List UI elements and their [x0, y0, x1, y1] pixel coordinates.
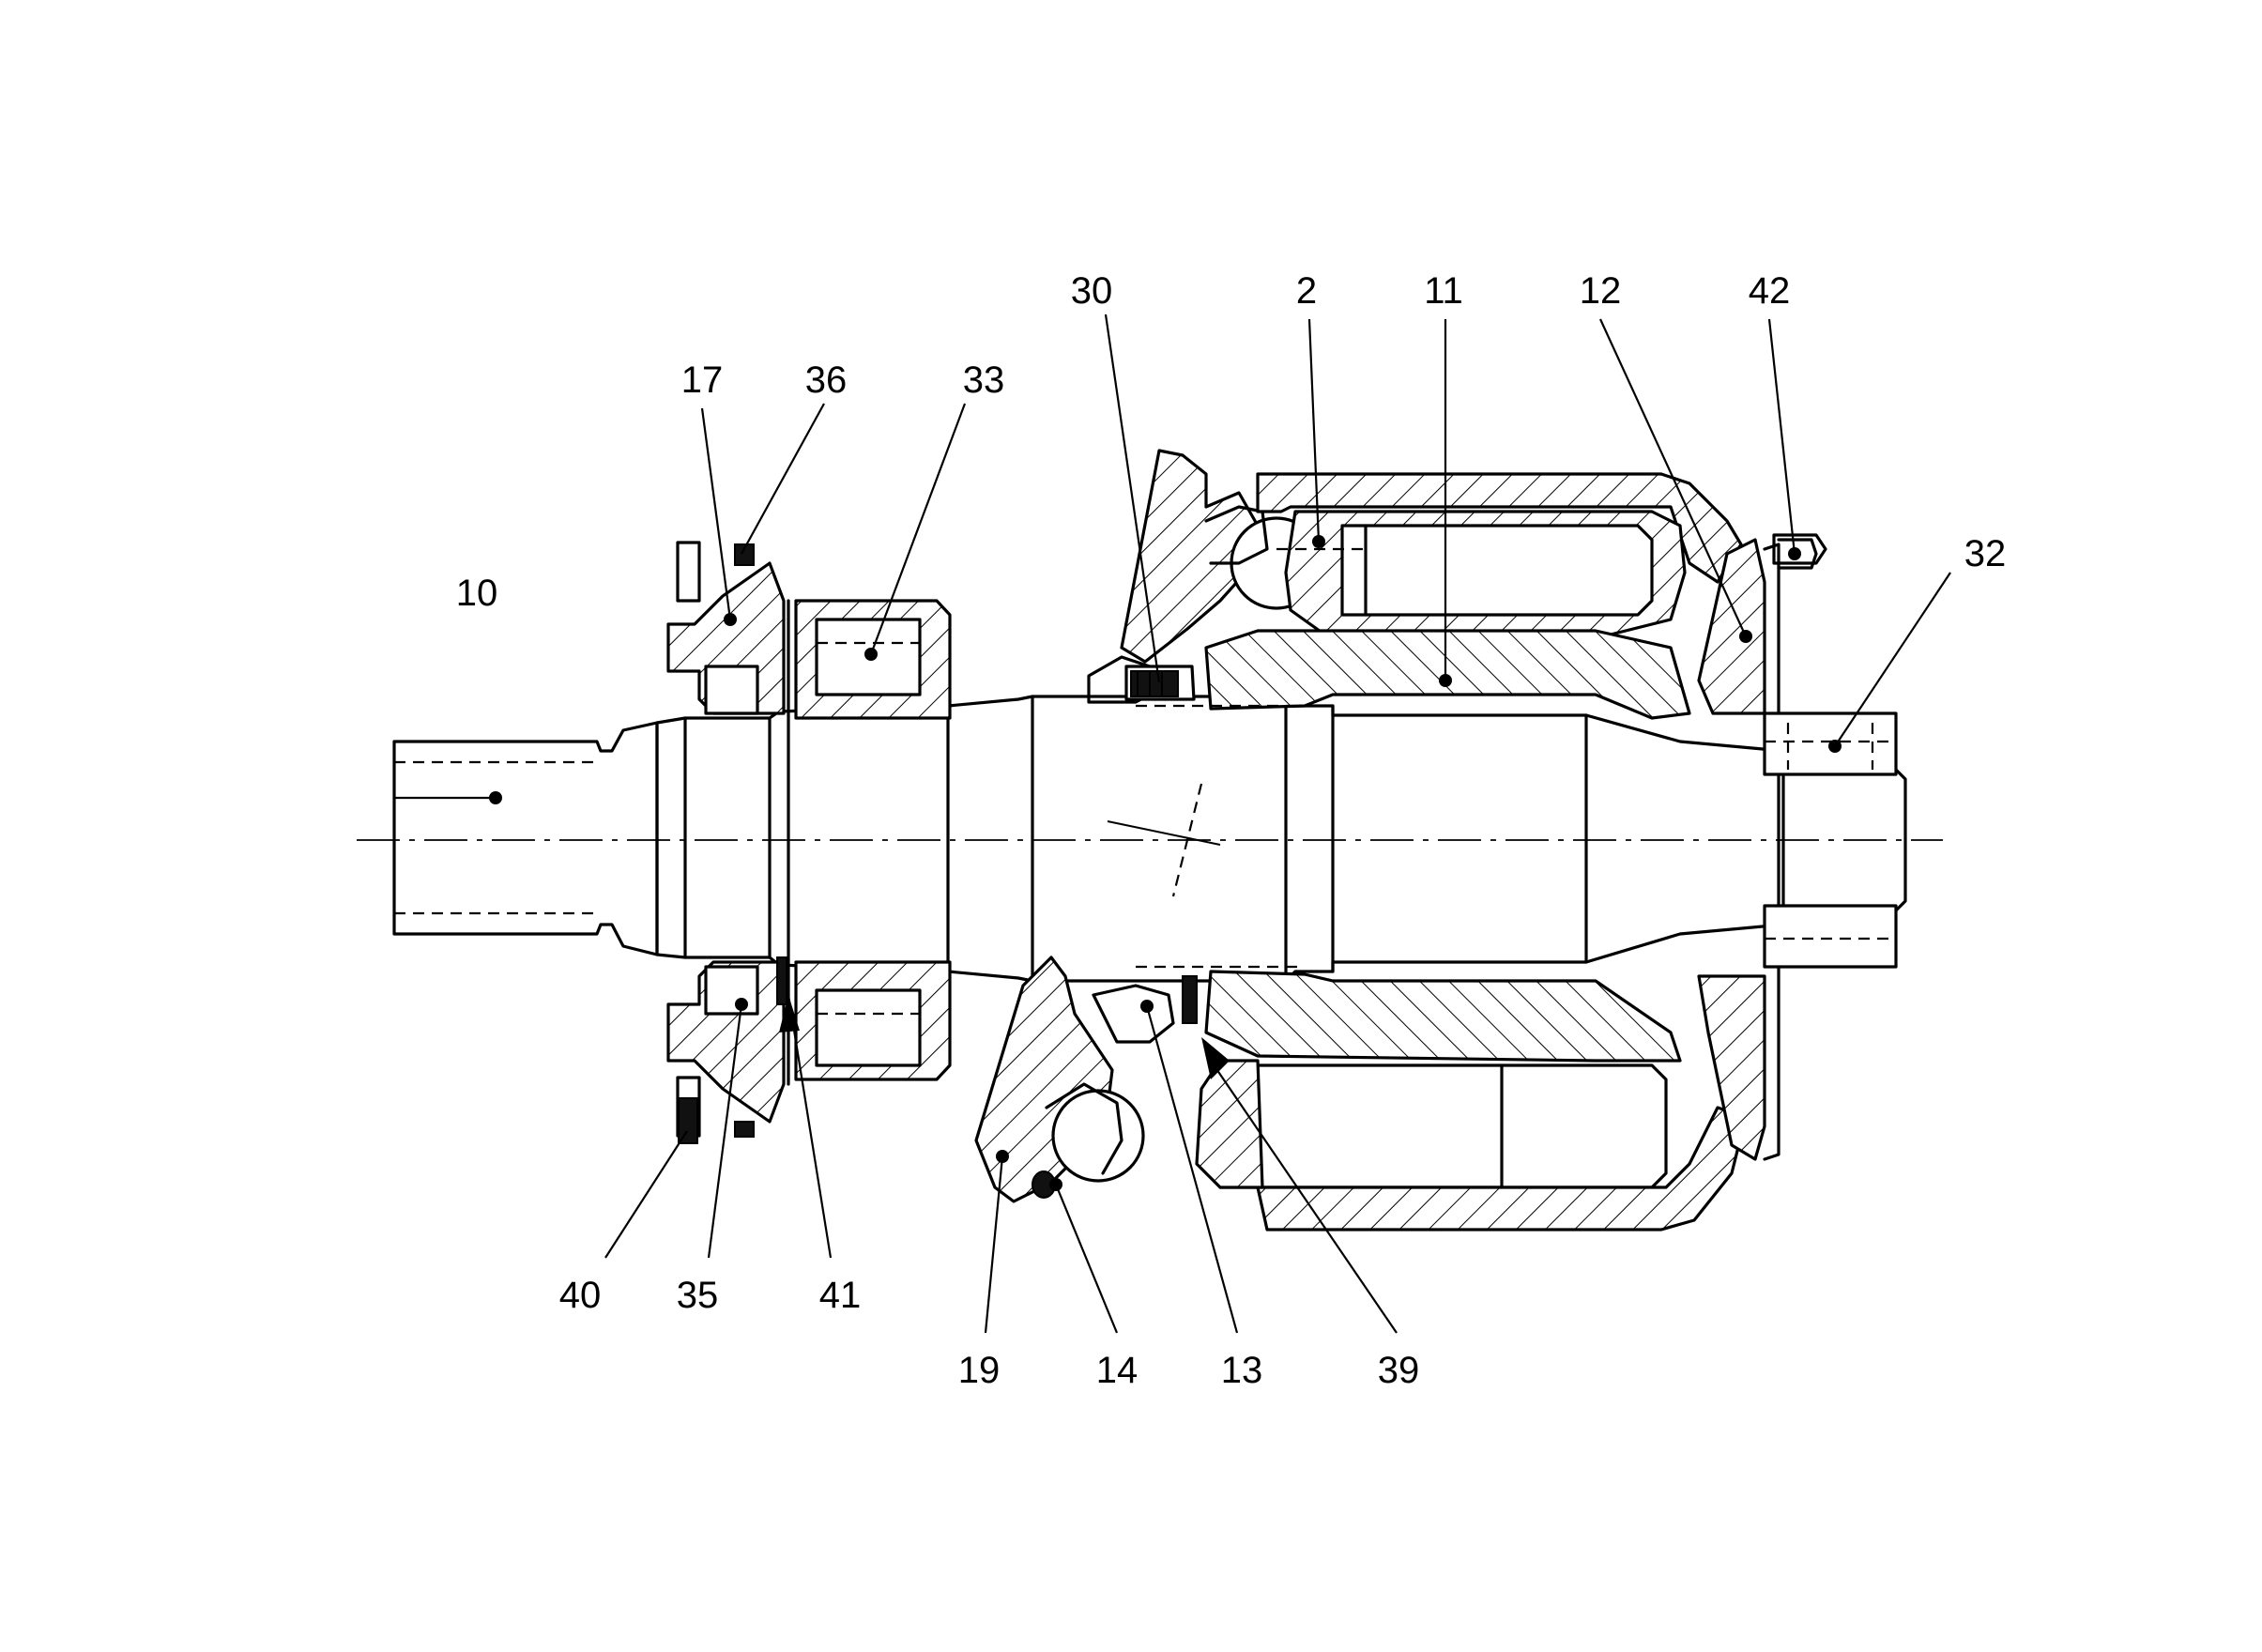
label-30: 30: [1071, 270, 1113, 312]
leader-dots: [489, 535, 1842, 1191]
label-39: 39: [1378, 1350, 1420, 1391]
label-33: 33: [963, 359, 1005, 401]
o-ring-36: [734, 543, 755, 566]
label-41: 41: [819, 1275, 862, 1316]
label-10: 10: [456, 573, 498, 614]
label-11: 11: [1424, 270, 1463, 312]
port-plate: [1697, 538, 1818, 1161]
arrowhead-39: [1201, 1037, 1230, 1079]
part-labels: 10 17 36 33 30 2 11 12 42 32 40 35 41 19…: [456, 270, 2007, 1391]
label-42: 42: [1749, 270, 1791, 312]
arrowhead-41: [779, 995, 800, 1032]
label-14: 14: [1096, 1350, 1139, 1391]
label-2: 2: [1296, 270, 1317, 312]
o-ring-40: [678, 1097, 698, 1144]
drive-shaft: [392, 695, 1907, 983]
locating-pin: [1772, 533, 1827, 565]
leader-lines: [394, 314, 1951, 1334]
seal-flange: [666, 541, 790, 1138]
label-35: 35: [677, 1275, 719, 1316]
label-32: 32: [1964, 533, 2007, 574]
label-13: 13: [1221, 1350, 1263, 1391]
label-12: 12: [1580, 270, 1622, 312]
seal-ring-41: [776, 956, 787, 1005]
housing-and-cylinder-block: [1136, 472, 1748, 1231]
label-19: 19: [958, 1350, 1001, 1391]
label-36: 36: [805, 359, 848, 401]
label-17: 17: [681, 359, 724, 401]
label-40: 40: [559, 1275, 602, 1316]
o-ring-lower: [734, 1121, 755, 1138]
